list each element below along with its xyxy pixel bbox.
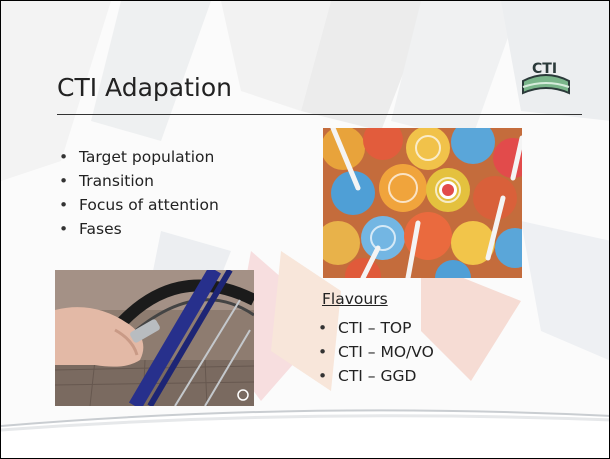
logo-text: CTI <box>532 61 557 77</box>
list-item: Fases <box>57 217 219 241</box>
list-item: Transition <box>57 169 219 193</box>
zoom-icon <box>237 389 249 401</box>
list-item: Focus of attention <box>57 193 219 217</box>
bottom-swoosh <box>1 409 609 458</box>
bicycle-photo <box>55 270 254 406</box>
list-item: CTI – TOP <box>316 316 434 340</box>
flavours-heading: Flavours <box>322 290 388 308</box>
title-divider <box>57 114 582 115</box>
slide-title: CTI Adapation <box>57 73 232 102</box>
list-item: Target population <box>57 145 219 169</box>
lollipops-photo <box>323 128 522 278</box>
topic-list: Target population Transition Focus of at… <box>57 145 219 241</box>
list-item: CTI – GGD <box>316 364 434 388</box>
list-item: CTI – MO/VO <box>316 340 434 364</box>
flavours-list: CTI – TOP CTI – MO/VO CTI – GGD <box>316 316 434 388</box>
cti-logo: CTI <box>522 61 570 95</box>
